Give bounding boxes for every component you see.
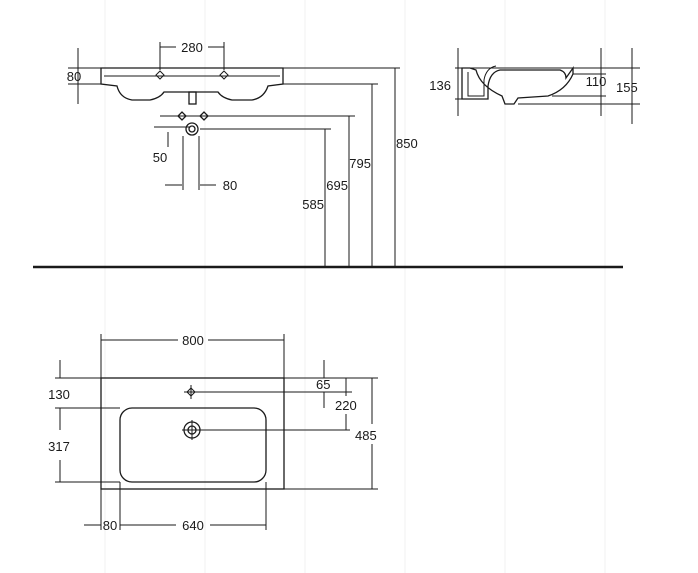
dim-waste-from-front: 317 [48, 439, 70, 454]
basin-side-profile [461, 65, 574, 105]
dim-rim-height: 80 [67, 69, 81, 84]
dim-overall-depth: 485 [355, 428, 377, 443]
dim-inner-depth: 110 [586, 74, 607, 89]
trap-icon [160, 111, 228, 136]
tap-hole-icon [184, 385, 198, 399]
dim-overall-width: 800 [182, 333, 204, 348]
basin-plan-outline [100, 377, 285, 490]
dim-waste-height: 585 [302, 197, 324, 212]
dim-tap-from-back: 130 [48, 387, 70, 402]
tap-hole-left-icon [155, 70, 165, 80]
dim-waste-from-back: 220 [335, 398, 357, 413]
side-view: 136 110 155 [429, 48, 640, 124]
dim-tap-spacing: 280 [181, 40, 203, 55]
dim-outer-depth: 155 [616, 80, 638, 95]
dim-bowl-depth: 136 [429, 78, 451, 93]
dim-trap-width: 80 [223, 178, 237, 193]
dim-tap-offset: 65 [316, 377, 330, 392]
dim-rim-top-height: 795 [349, 156, 371, 171]
dim-overall-height: 850 [396, 136, 418, 151]
dim-supply-height: 695 [326, 178, 348, 193]
dim-bowl-width: 640 [182, 518, 204, 533]
front-view: 280 80 50 80 585 695 795 850 [67, 40, 418, 266]
background-grid [104, 0, 606, 573]
dim-side-margin: 80 [103, 518, 117, 533]
tap-hole-right-icon [219, 70, 229, 80]
basin-bowl-outline [119, 407, 267, 483]
dim-trap-offset: 50 [153, 150, 167, 165]
plan-view: 800 130 317 65 220 485 80 640 [48, 333, 378, 533]
drain-icon [182, 420, 202, 440]
basin-front-outline [100, 67, 284, 101]
